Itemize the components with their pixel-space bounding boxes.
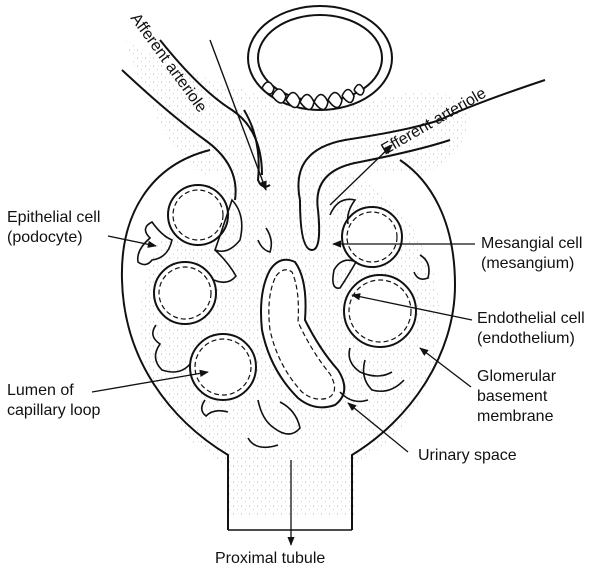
label-proximal-tubule: Proximal tubule	[215, 549, 325, 569]
label-lumen-capillary-loop: Lumen of capillary loop	[7, 381, 100, 421]
capillary-loop	[342, 207, 402, 267]
label-mesangial-cell: Mesangial cell (mesangium)	[481, 234, 582, 274]
label-endothelial-cell: Endothelial cell (endothelium)	[477, 309, 585, 349]
capillary-loop	[344, 275, 416, 347]
capillary-loop	[154, 262, 216, 324]
label-urinary-space: Urinary space	[418, 446, 517, 466]
label-epithelial-cell: Epithelial cell (podocyte)	[7, 208, 100, 248]
capillary-loop	[168, 185, 228, 245]
label-glomerular-basement-membrane: Glomerular basement membrane	[477, 367, 556, 427]
capillary-loop	[190, 334, 256, 400]
